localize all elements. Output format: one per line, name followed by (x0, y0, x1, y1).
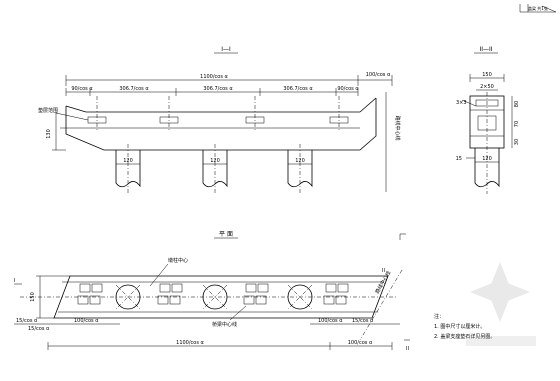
cut-2b-label: II (382, 268, 385, 274)
cut-1-label: I (14, 278, 15, 284)
dim-inner-sec2: 2×50 (480, 84, 494, 90)
dim-plan-left-c: 15/cos α (28, 326, 50, 332)
plan-pad-group-3 (243, 283, 269, 305)
dim-plan-total: 1100/cos α (176, 340, 204, 346)
corner-tag-text: 盖梁 共1张 (528, 5, 548, 11)
plan-view: 墩柱中心 桥梁中心线 路线中心线 (20, 257, 403, 341)
dim-right-edge: 100/cos α (366, 72, 391, 78)
section-cut-markers: I II II (14, 268, 410, 352)
dim-height-left: 130 (46, 129, 52, 139)
plan-title: 平 面 (219, 231, 233, 238)
dim-plan-right-b: 15/cos α (352, 318, 374, 324)
plan-pad-group-1 (77, 283, 103, 305)
notes-heading: 注： (434, 313, 444, 320)
dim-height-sec2-c: 30 (514, 139, 520, 145)
dim-chamfer-sec2: 3×3 (456, 100, 467, 106)
dim-side-sec2: 15 (456, 156, 462, 162)
notes-line-2: 2. 盖梁支座垫石详见另图。 (434, 333, 495, 340)
dim-plan-height: 150 (30, 292, 36, 302)
section-1-dimensions: 1100/cos α 100/cos α 90/cos α 306.7/cos … (65, 72, 393, 96)
dim-pier-sec2: 120 (482, 156, 492, 162)
dim-height-sec2-b: 70 (514, 121, 520, 127)
dim-right-end: 90/cos α (337, 86, 359, 92)
section-2-title: II—II (479, 46, 492, 53)
dim-total-span: 1100/cos α (200, 74, 228, 80)
dim-left-end: 90/cos α (71, 86, 93, 92)
dim-height-sec2-a: 80 (514, 101, 520, 107)
plan-label-pier: 墩柱中心 (168, 257, 188, 264)
side-note: 路线中心线 (394, 115, 401, 140)
watermark-logo (466, 262, 536, 346)
notes-line-1: 1. 图中尺寸以厘米计。 (434, 323, 485, 330)
dim-plan-right-a: 100/cos α (318, 318, 343, 324)
cut-2-label: II (406, 346, 409, 352)
dim-plan-left-b: 100/cos α (74, 318, 99, 324)
plan-label-bridge: 桥梁中心线 (212, 321, 237, 328)
plan-pad-group-2 (157, 283, 183, 305)
dim-pier-1: 120 (123, 158, 133, 164)
cap-beam-elevation: 垫层范围 130 (38, 96, 377, 151)
dim-bay-3: 306.7/cos α (283, 86, 313, 92)
dim-pier-2: 120 (210, 158, 220, 164)
corner-tag: 盖梁 共1张 (519, 4, 557, 13)
notes-block: 注： 1. 图中尺寸以厘米计。 2. 盖梁支座垫石详见另图。 (434, 313, 495, 340)
plan-dimensions: 150 15/cos α 100/cos α 15/cos α 100/cos … (14, 275, 400, 350)
dim-width-sec2: 150 (482, 72, 492, 78)
dim-bay-1: 306.7/cos α (119, 86, 149, 92)
section-1-title: I—I (221, 46, 231, 53)
dim-pier-3: 120 (295, 158, 305, 164)
plan-pad-group-4 (323, 283, 349, 305)
dim-plan-right: 100/cos α (348, 340, 373, 346)
dim-bay-2: 306.7/cos α (203, 86, 233, 92)
dim-plan-left-a: 15/cos α (16, 318, 38, 324)
piers-elevation: 120 120 120 (115, 144, 313, 194)
section-2: II—II 150 2×50 3×3 80 70 30 120 15 (456, 46, 520, 194)
bearing-pad-label: 垫层范围 (38, 107, 58, 114)
